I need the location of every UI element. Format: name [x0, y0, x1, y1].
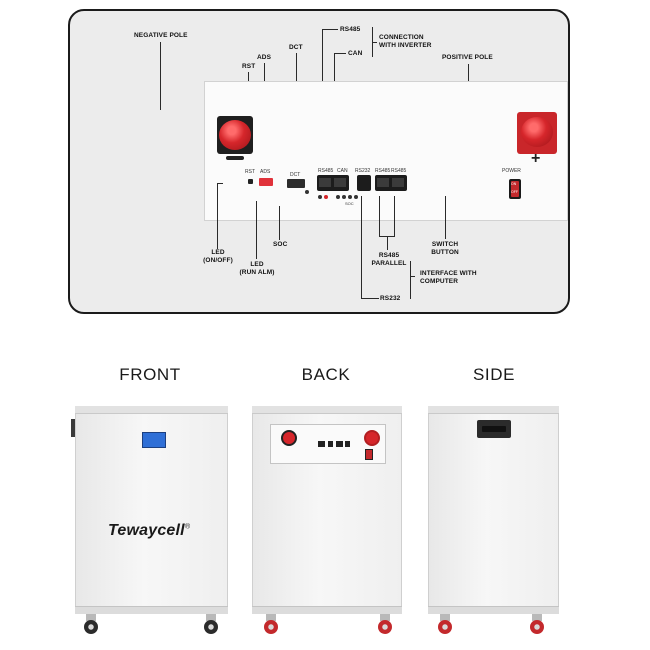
port-diagram-panel: NEGATIVE POLE RST ADS DCT RS485 CAN CONN… — [68, 9, 570, 314]
panel-rs232-text: RS232 — [355, 168, 371, 174]
rs485-parallel-leader-b — [394, 196, 395, 236]
back-port-panel — [270, 424, 386, 464]
side-handle — [477, 420, 511, 438]
brand-registered-mark: ® — [184, 523, 191, 531]
panel-soc-text: SOC — [345, 201, 354, 206]
rs485-port[interactable] — [319, 178, 331, 187]
rs485-parallel-label: RS485 PARALLEL — [371, 252, 407, 267]
back-negative-terminal — [281, 430, 297, 446]
rs485-label: RS485 — [340, 26, 361, 33]
negative-terminal-cap-icon — [219, 120, 251, 150]
back-positive-terminal — [364, 430, 380, 446]
brand-logo: Tewaycell® — [108, 522, 190, 540]
rs485-leader-h — [322, 29, 338, 30]
positive-pole-label: POSITIVE POLE — [442, 54, 493, 61]
led-onoff-indicator — [305, 190, 309, 194]
connection-label-line2: WITH INVERTER — [379, 42, 432, 49]
can-leader-h — [334, 53, 346, 54]
interface-label: INTERFACE WITH COMPUTER — [420, 270, 477, 285]
panel-rs485-text: RS485 — [318, 168, 334, 174]
dct-connector — [287, 179, 305, 188]
rs232-label: RS232 — [380, 295, 401, 302]
panel-dct-text: DCT — [290, 172, 301, 178]
rs485-parallel-port-b[interactable] — [392, 178, 404, 187]
rs232-port[interactable] — [357, 175, 371, 191]
ads-label: ADS — [257, 54, 272, 61]
rs485-parallel-leader-a — [379, 196, 380, 236]
lcd-display — [142, 432, 166, 448]
can-label: CAN — [348, 50, 363, 57]
led-alm-indicator — [324, 195, 328, 199]
battery-port-faceplate: RST ADS DCT RS485 CAN RS232 RS485 RS485 — [204, 81, 568, 221]
led-run-indicator — [318, 195, 322, 199]
led-onoff-leader-v — [217, 183, 218, 249]
side-wheel-right — [530, 614, 544, 634]
back-view-title: BACK — [301, 365, 351, 384]
negative-pole-leader — [160, 42, 161, 110]
positive-terminal — [517, 112, 557, 154]
back-wheel-right — [378, 614, 392, 634]
interface-brace — [410, 261, 411, 299]
back-power-switch — [365, 449, 373, 460]
panel-rs485-a-text: RS485 — [375, 168, 391, 174]
side-view-cabinet — [428, 406, 559, 614]
power-switch[interactable]: ON OFF — [509, 179, 521, 199]
back-wheel-left — [264, 614, 278, 634]
brand-name: Tewaycell — [108, 522, 185, 539]
led-run-leader — [256, 201, 257, 259]
front-wheel-right — [204, 614, 218, 634]
rs485-parallel-port-block — [375, 175, 407, 191]
reset-button[interactable] — [248, 179, 253, 184]
rs485-parallel-port-a[interactable] — [377, 178, 389, 187]
dct-label: DCT — [289, 44, 303, 51]
rs232-leader-v — [361, 196, 362, 298]
front-view-cabinet: Tewaycell® — [71, 406, 228, 614]
power-on-text: ON — [511, 182, 517, 186]
panel-rst-text: RST — [245, 169, 255, 175]
rs232-leader-h — [361, 298, 379, 299]
front-wheel-left — [84, 614, 98, 634]
back-ports — [318, 441, 350, 447]
positive-terminal-cap-icon — [521, 117, 553, 147]
panel-rs485-b-text: RS485 — [391, 168, 407, 174]
connection-label: CONNECTION WITH INVERTER — [379, 34, 432, 50]
positive-plus-icon: + — [531, 150, 541, 167]
switch-leader — [445, 196, 446, 239]
soc-leader — [279, 206, 280, 240]
power-off-text: OFF — [511, 190, 518, 194]
back-view-cabinet — [252, 406, 402, 614]
rs485-can-port-block — [317, 175, 349, 191]
address-dip-switch[interactable] — [259, 178, 273, 186]
can-port[interactable] — [334, 178, 346, 187]
negative-terminal — [217, 116, 253, 160]
panel-ads-text: ADS — [260, 169, 271, 175]
panel-power-text: POWER — [502, 168, 521, 174]
front-view-title: FRONT — [119, 365, 181, 384]
cabinet-side-shadow — [71, 419, 75, 437]
soc-label: SOC — [273, 241, 288, 248]
side-view-title: SIDE — [472, 365, 516, 384]
connection-label-line1: CONNECTION — [379, 34, 424, 41]
led-onoff-label: LED (ON/OFF) — [203, 249, 233, 264]
negative-pole-label: NEGATIVE POLE — [134, 32, 188, 39]
side-wheel-left — [438, 614, 452, 634]
rst-label: RST — [242, 63, 256, 70]
led-run-label: LED (RUN ALM) — [239, 261, 275, 276]
switch-label: SWITCH BUTTON — [431, 241, 459, 256]
soc-indicators — [336, 195, 366, 200]
panel-can-text: CAN — [337, 168, 348, 174]
